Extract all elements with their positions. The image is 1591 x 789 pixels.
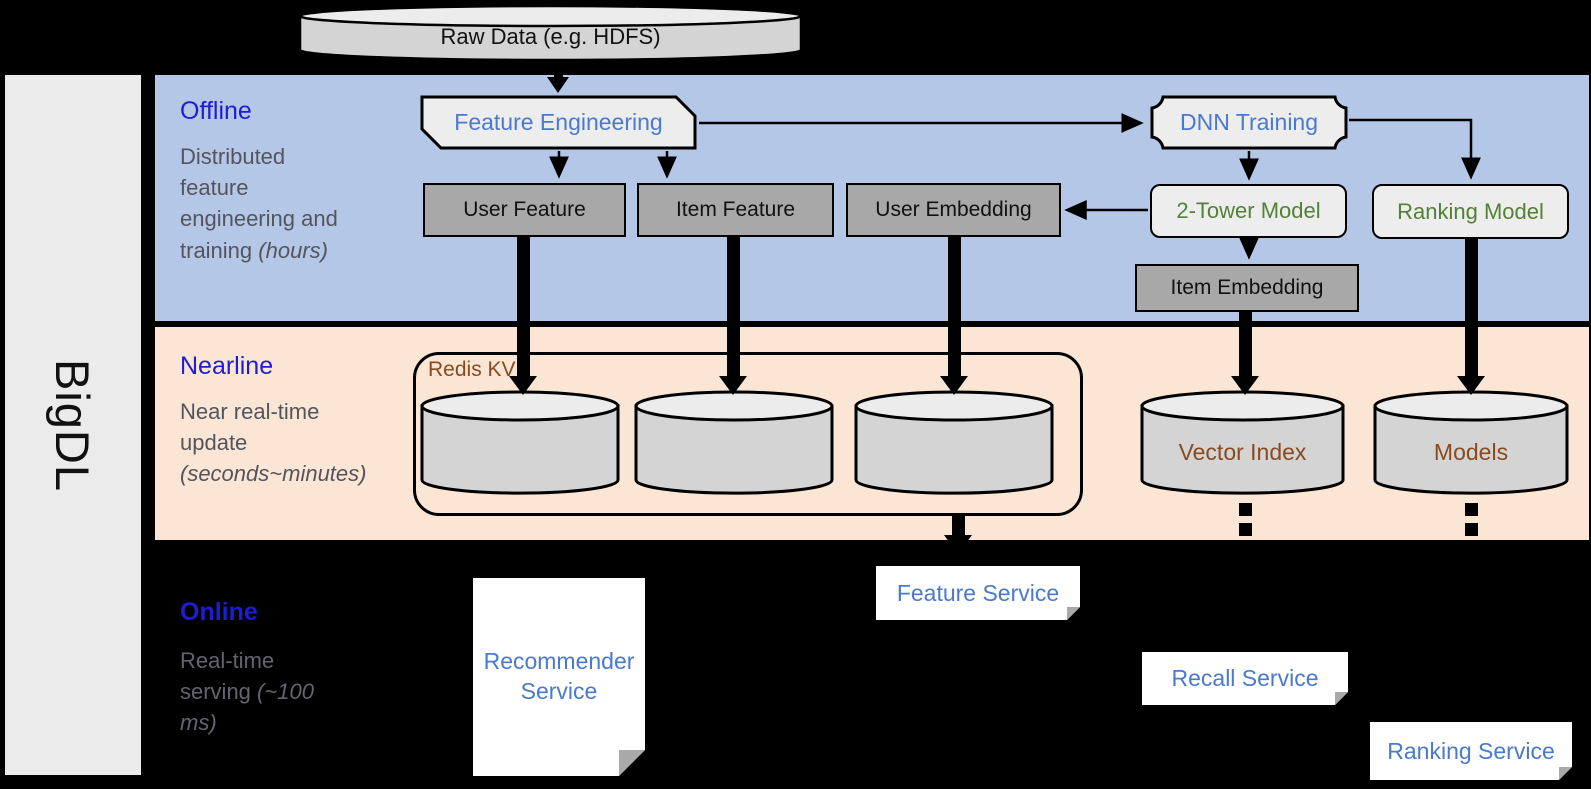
feature-service-label: Feature Service — [896, 579, 1060, 606]
user-embedding-node: User Embedding — [846, 183, 1061, 237]
recommender-service-node: Recommender Service — [473, 578, 645, 776]
redis-cylinder-3 — [854, 390, 1054, 496]
nearline-section-description: Near real-time update (seconds~minutes) — [180, 396, 370, 490]
offline-section-title: Offline — [180, 97, 252, 125]
redis-cylinder-2 — [634, 390, 834, 496]
item-feature-label: Item Feature — [675, 198, 796, 221]
recall-service-node: Recall Service — [1142, 652, 1348, 705]
vector-index-store: Vector Index — [1140, 390, 1345, 496]
two-tower-model-label: 2-Tower Model — [1176, 198, 1321, 223]
page-fold — [1559, 767, 1572, 780]
online-section-title: Online — [180, 598, 258, 626]
nearline-desc-em: (seconds~minutes) — [180, 461, 367, 487]
user-embedding-label: User Embedding — [875, 198, 1032, 221]
two-tower-model-node: 2-Tower Model — [1150, 184, 1347, 238]
feature-service-node: Feature Service — [876, 566, 1080, 620]
user-feature-node: User Feature — [423, 183, 626, 237]
recall-service-label: Recall Service — [1171, 665, 1319, 691]
models-label: Models — [1433, 438, 1509, 465]
raw-data-label: Raw Data (e.g. HDFS) — [440, 24, 661, 49]
feature-engineering-node: Feature Engineering — [420, 95, 697, 150]
ranking-service-node: Ranking Service — [1370, 722, 1572, 780]
feature-engineering-label: Feature Engineering — [454, 109, 663, 135]
nearline-desc-text: Near real-time update — [180, 399, 320, 456]
offline-desc-em: (hours) — [258, 237, 328, 263]
user-feature-label: User Feature — [463, 198, 586, 221]
offline-desc-text: Distributed feature engineering and trai… — [180, 144, 338, 263]
cylinder-shape — [1373, 390, 1569, 495]
bigdl-sidebar: BigDL — [5, 75, 141, 775]
item-feature-node: Item Feature — [637, 183, 834, 237]
page-fold — [1335, 692, 1348, 705]
page-fold — [1067, 607, 1080, 620]
redis-kv-container — [413, 352, 1083, 516]
offline-section-description: Distributed feature engineering and trai… — [180, 141, 348, 266]
bigdl-brand-label: BigDL — [46, 358, 100, 492]
raw-data-store: Raw Data (e.g. HDFS) — [298, 4, 803, 62]
models-store: Models — [1373, 390, 1569, 496]
cylinder-shape — [1140, 390, 1345, 495]
cylinder-shape — [420, 390, 620, 495]
vector-index-label: Vector Index — [1178, 438, 1307, 465]
nearline-section-title: Nearline — [180, 352, 274, 380]
online-desc-text: Real-time serving — [180, 648, 275, 705]
cylinder-shape — [854, 390, 1054, 495]
plaque-shape — [1150, 95, 1348, 150]
item-embedding-label: Item Embedding — [1170, 276, 1324, 299]
recommender-service-label: Recommender Service — [483, 648, 635, 704]
online-section-description: Real-time serving (~100 ms) — [180, 645, 320, 739]
item-embedding-node: Item Embedding — [1135, 264, 1359, 312]
online-desc-em: (~100 ms) — [180, 679, 314, 736]
dnn-training-node: DNN Training — [1150, 95, 1348, 150]
cylinder-shape — [634, 390, 834, 495]
clipped-card-shape — [420, 95, 697, 150]
redis-kv-label: Redis KV — [428, 358, 516, 381]
ranking-model-label: Ranking Model — [1397, 198, 1544, 224]
redis-cylinder-1 — [420, 390, 620, 496]
ranking-model-node: Ranking Model — [1372, 184, 1569, 239]
dnn-training-label: DNN Training — [1179, 109, 1319, 135]
ranking-service-label: Ranking Service — [1387, 737, 1555, 764]
page-fold — [619, 750, 645, 776]
cylinder-shape — [298, 4, 803, 62]
